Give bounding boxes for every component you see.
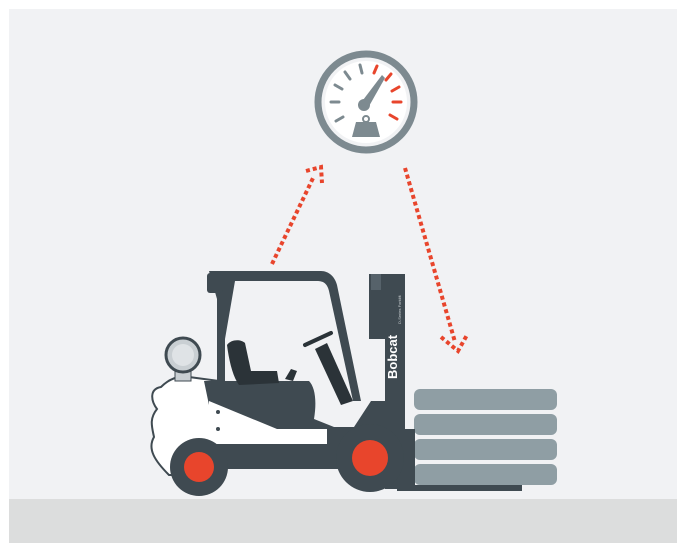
arrow-down-icon	[405, 168, 467, 351]
forklift-icon: Bobcat D-Series Forklift	[151, 271, 522, 496]
arrow-up-icon	[272, 167, 322, 264]
gas-tank-icon	[166, 338, 200, 381]
pallet-load	[414, 389, 557, 485]
rear-wheel	[170, 438, 228, 496]
front-wheel	[336, 424, 404, 492]
brand-small-label: D-Series Forklift	[397, 294, 402, 324]
scene-background: Bobcat D-Series Forklift	[9, 9, 677, 543]
forklift-load-illustration: Bobcat D-Series Forklift	[9, 9, 677, 543]
brand-label: Bobcat	[385, 334, 400, 379]
